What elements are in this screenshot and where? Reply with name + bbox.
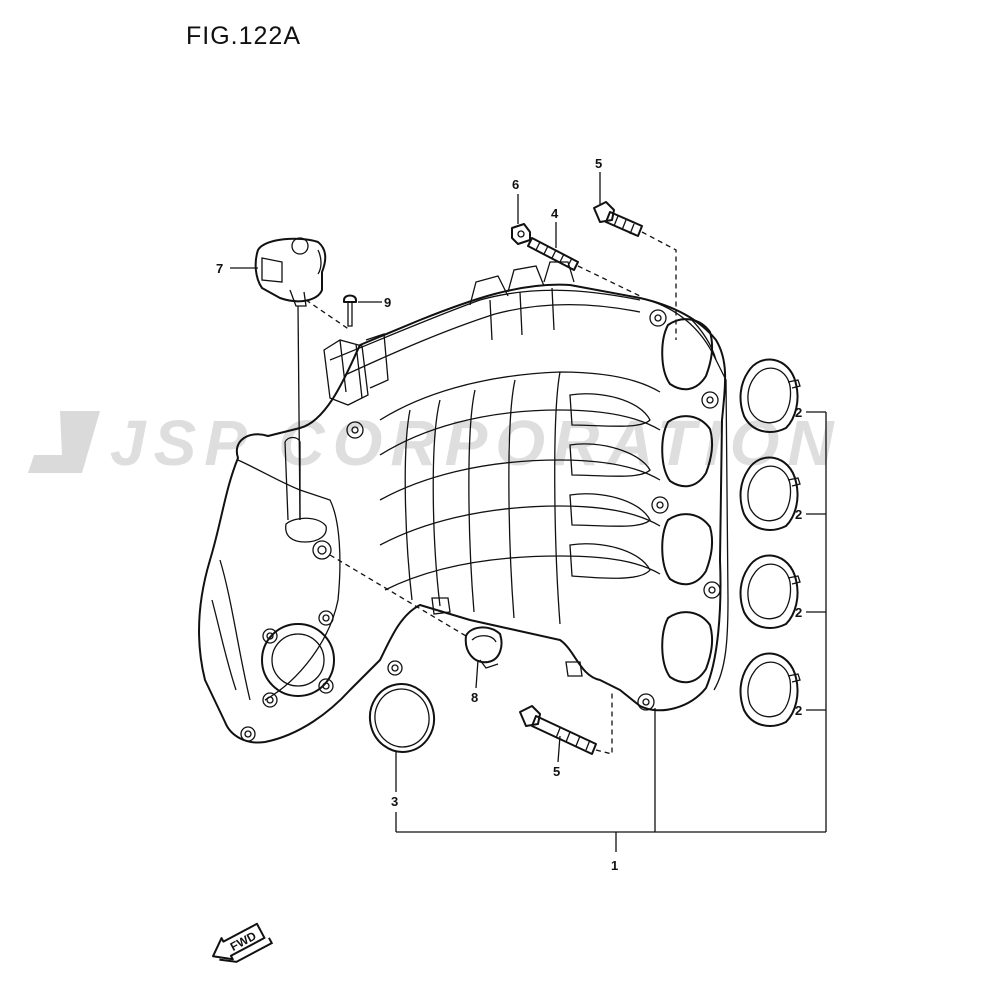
gaskets-part-2: [739, 358, 801, 727]
bolt-part-5-top: [593, 201, 643, 237]
gasket-2: [739, 456, 801, 531]
callout-2-d: 2: [795, 703, 802, 718]
bolt-part-5-bottom: [519, 705, 597, 755]
callout-2-c: 2: [795, 605, 802, 620]
intake-manifold: [197, 261, 729, 744]
callout-2-b: 2: [795, 507, 802, 522]
gasket-1: [739, 358, 801, 433]
callout-3: 3: [391, 794, 398, 809]
callout-7: 7: [216, 261, 223, 276]
callout-labels: 7 9 6 4 5 2 2 2 2 8 5 3 1: [216, 156, 802, 873]
cap-part-8: [464, 626, 503, 669]
callout-5-top: 5: [595, 156, 602, 171]
sensor-part-7: [254, 237, 327, 307]
callout-4: 4: [551, 206, 559, 221]
callout-1: 1: [611, 858, 618, 873]
leader-lines: [230, 172, 827, 852]
callout-6: 6: [512, 177, 519, 192]
fwd-arrow-icon: FWD: [212, 922, 274, 963]
callout-5-bottom: 5: [553, 764, 560, 779]
callout-8: 8: [471, 690, 478, 705]
callout-9: 9: [384, 295, 391, 310]
gasket-4: [739, 652, 801, 727]
callout-2-a: 2: [795, 405, 802, 420]
stud-part-4: [527, 237, 579, 271]
screw-part-9: [343, 294, 357, 327]
o-ring-part-3: [368, 683, 436, 753]
nut-part-6: [511, 223, 531, 245]
figure-title: FIG.122A: [186, 22, 301, 50]
gasket-3: [739, 554, 801, 629]
